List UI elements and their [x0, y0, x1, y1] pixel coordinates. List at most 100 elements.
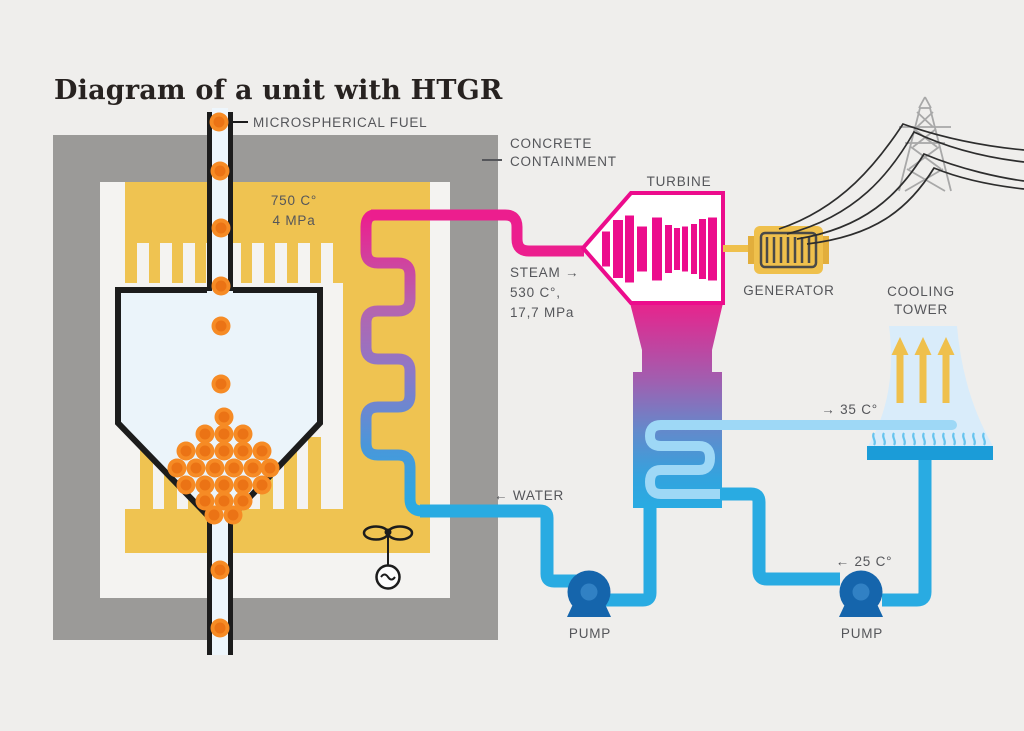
fuel-pebble-core — [199, 495, 211, 507]
condenser-body — [630, 303, 723, 508]
water-pipe-reactor — [420, 504, 580, 588]
pump-hub — [852, 583, 870, 601]
core-channel-slot — [321, 243, 333, 284]
power-line — [786, 130, 1024, 235]
steam-pipe — [371, 209, 584, 257]
cold-pipe-to-condenser — [720, 487, 840, 586]
pump-left — [567, 570, 611, 617]
cooling-loop — [720, 450, 932, 607]
core-channel-slot — [160, 243, 172, 284]
turbine-shaft — [723, 245, 755, 252]
feedwater-loop — [420, 504, 657, 607]
turbine-label: TURBINE — [647, 174, 712, 189]
core-temp-label: 750 C° — [271, 193, 317, 208]
fuel-pebble-core — [215, 280, 227, 292]
generator-windings — [765, 237, 811, 263]
generator-label: GENERATOR — [743, 283, 834, 298]
fuel-pebble-core — [214, 622, 226, 634]
spray-wave — [922, 432, 926, 446]
turbine-blade — [602, 231, 610, 267]
heat-exchanger-coil — [360, 209, 438, 517]
fuel-pebble-core — [237, 428, 249, 440]
steam-temp-label: 530 C°, — [510, 285, 561, 300]
water-pipe-condenser — [598, 505, 657, 607]
hot-return-label: → 35 C° — [821, 402, 878, 417]
fuel-pebble-core — [215, 320, 227, 332]
fuel-pebble-core — [218, 495, 230, 507]
generator — [723, 226, 829, 274]
fuel-pebble-core — [209, 462, 221, 474]
spray-wave — [902, 432, 906, 446]
core-channel-slot — [275, 243, 287, 284]
fuel-label: MICROSPHERICAL FUEL — [253, 115, 427, 130]
fuel-pebble-core — [190, 462, 202, 474]
fuel-pebble-core — [215, 378, 227, 390]
turbine-blades — [602, 215, 717, 283]
fuel-pebble-core — [227, 509, 239, 521]
fuel-pebbles — [167, 112, 280, 638]
power-line — [796, 152, 1024, 240]
pump-right — [839, 570, 883, 617]
fuel-pebble-core — [171, 462, 183, 474]
turbine-blade — [652, 217, 662, 281]
turbine-blade — [613, 220, 623, 278]
spray-wave — [982, 432, 986, 446]
spray-wave — [972, 432, 976, 446]
fuel-pebble-core — [180, 445, 192, 457]
core-channel-slot — [298, 243, 310, 284]
vapor-arrow-shaft — [896, 352, 904, 403]
cold-supply-label: ← 25 C° — [836, 554, 893, 569]
labels: Diagram of a unit with HTGR MICROSPHERIC… — [54, 75, 954, 641]
core-channel-tooth — [308, 437, 321, 509]
fuel-pebble-core — [256, 479, 268, 491]
tube-interior-upper — [212, 108, 228, 290]
fuel-pebble-core — [228, 462, 240, 474]
fuel-pebble-core — [199, 479, 211, 491]
generator-end-cap-left — [748, 236, 756, 264]
turbine-blade — [682, 226, 688, 272]
core-channel-slot — [137, 243, 149, 284]
tube-walls-upper — [207, 112, 233, 291]
fuel-pebble-core — [214, 564, 226, 576]
spray-wave — [942, 432, 946, 446]
turbine — [580, 191, 725, 305]
vapor-arrow-head — [891, 337, 909, 355]
pump-right-label: PUMP — [841, 626, 883, 641]
steam-pressure-label: 17,7 MPa — [510, 305, 574, 320]
diagram-title: Diagram of a unit with HTGR — [54, 75, 503, 106]
cooling-tower-label-line2: TOWER — [894, 302, 948, 317]
water-spray — [872, 432, 986, 446]
cooling-tower — [867, 337, 993, 460]
vapor-arrow-head — [937, 337, 955, 355]
spray-wave — [912, 432, 916, 446]
fuel-pebble-core — [218, 445, 230, 457]
turbine-blade — [665, 225, 672, 273]
fuel-pebble-core — [208, 509, 220, 521]
spray-wave — [932, 432, 936, 446]
core-pressure-label: 4 MPa — [272, 213, 315, 228]
turbine-blade — [674, 228, 680, 270]
fuel-pebble-core — [218, 479, 230, 491]
spray-wave — [962, 432, 966, 446]
fuel-pebble-core — [199, 428, 211, 440]
power-line — [778, 122, 1024, 230]
turbine-blade — [699, 219, 706, 279]
fuel-pebble-core — [237, 479, 249, 491]
spray-wave — [892, 432, 896, 446]
power-lines — [778, 122, 1024, 245]
turbine-blade — [691, 224, 697, 274]
vapor-arrow-shaft — [919, 352, 927, 403]
water-label: ← WATER — [494, 488, 564, 503]
core-channel-slot — [252, 243, 264, 284]
fuel-pebble-core — [215, 222, 227, 234]
fuel-pebble-core — [256, 445, 268, 457]
vapor-arrows — [891, 337, 955, 403]
tower-drain-pipe — [882, 450, 932, 607]
spray-wave — [872, 432, 876, 446]
containment-label-line1: CONCRETE — [510, 136, 592, 151]
gas-circulator-icon — [362, 525, 414, 590]
turbine-blade — [637, 226, 647, 272]
fuel-pebble-core — [213, 116, 225, 128]
